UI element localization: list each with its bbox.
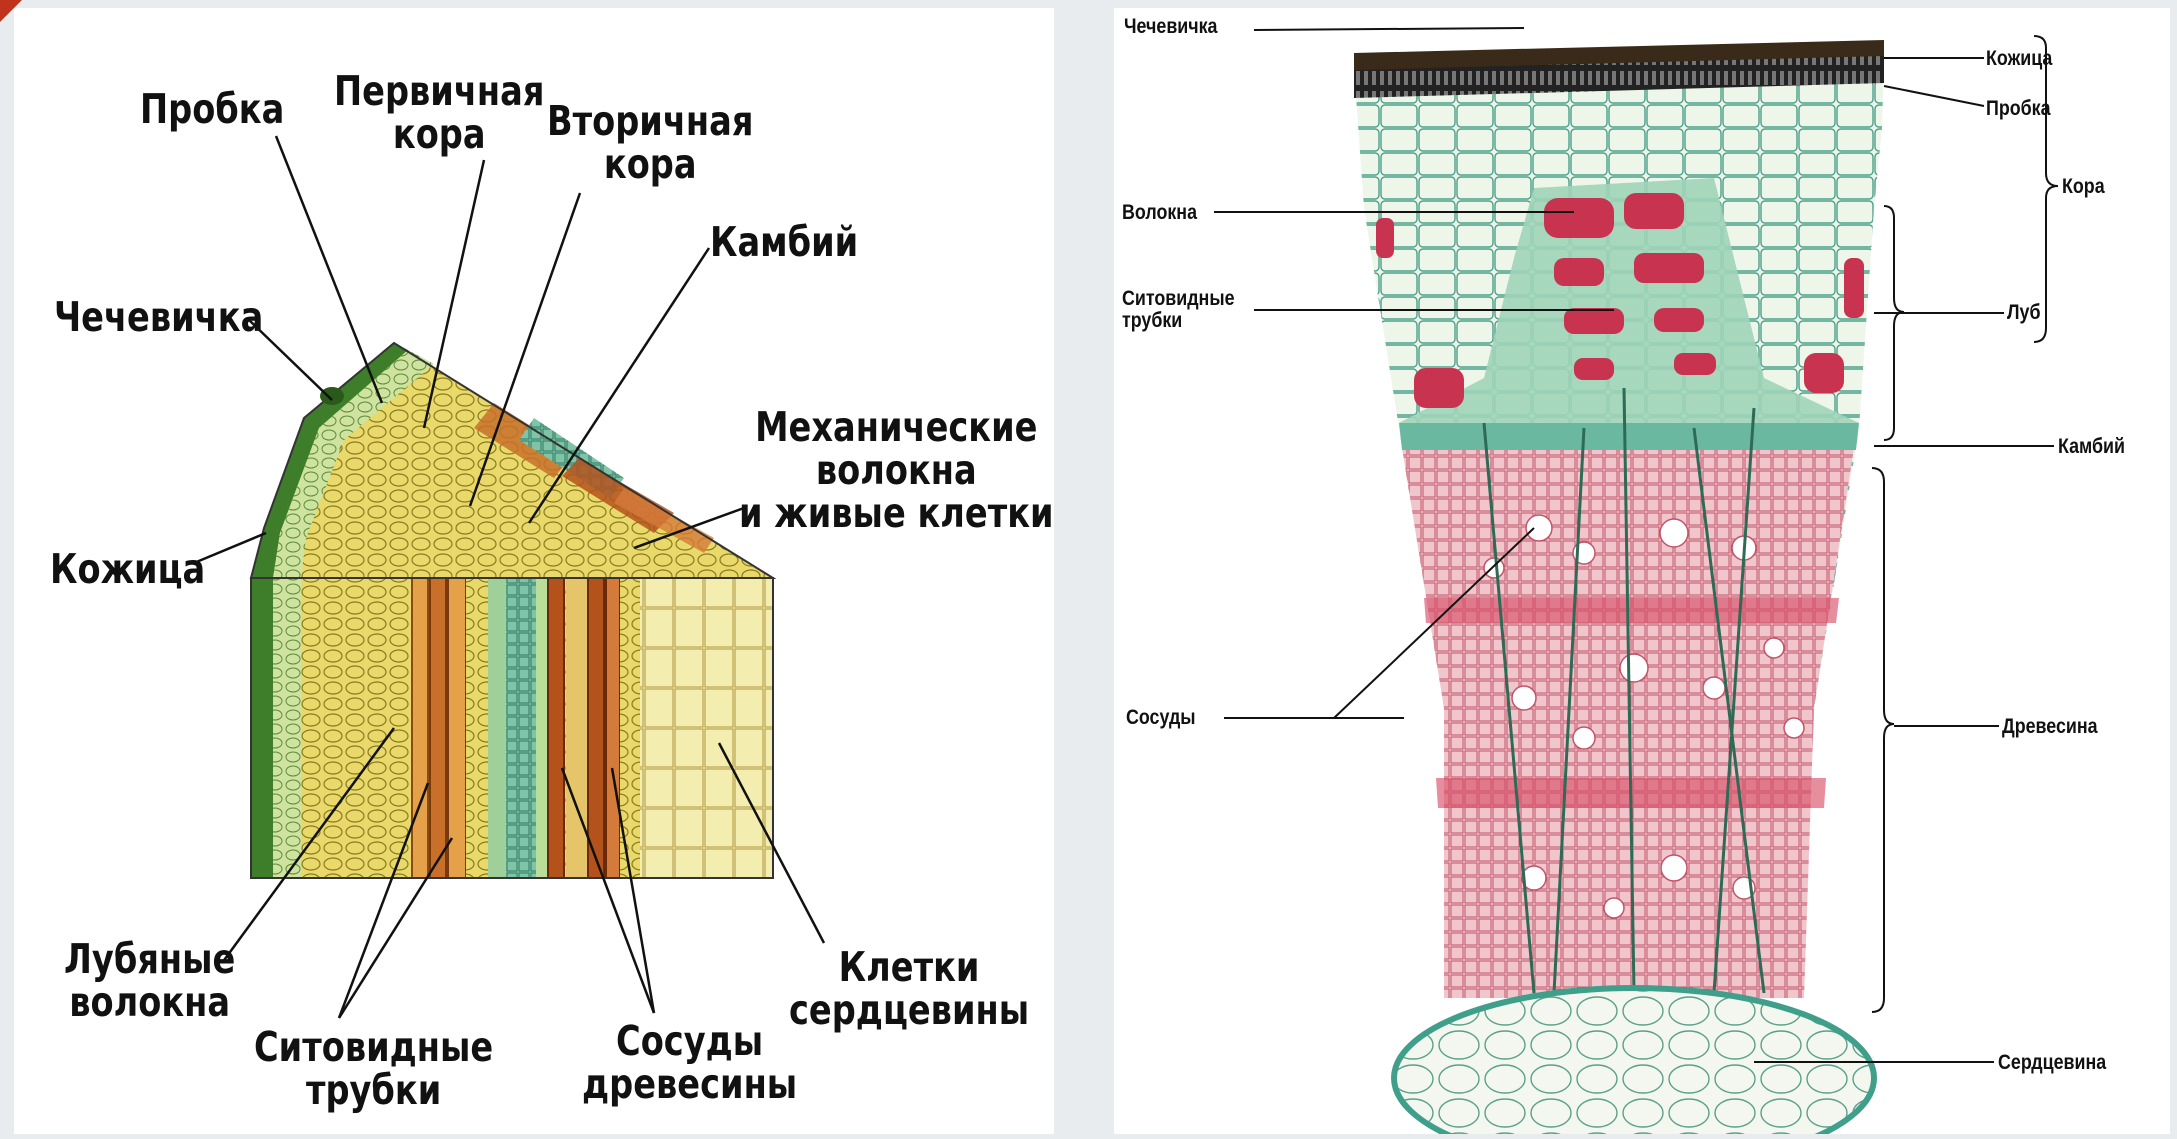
label-primary-cortex: Первичная кора (334, 70, 544, 156)
section-body (1354, 40, 1884, 1134)
vessel-strip-3 (606, 578, 620, 878)
label-pith-cells: Клетки сердцевины (789, 946, 1029, 1032)
r-label-sieve-tubes: Ситовидные трубки (1122, 288, 1235, 332)
r-label-vessels: Сосуды (1126, 707, 1196, 729)
pith-strip (640, 578, 773, 878)
label-bast-fibers: Лубяные волокна (64, 938, 235, 1024)
label-sieve-tubes: Ситовидные трубки (254, 1026, 493, 1112)
vessel-strip-1 (548, 578, 564, 878)
primary-cortex-strip (301, 578, 421, 878)
r-label-wood: Древесина (2002, 716, 2098, 738)
front-section (251, 578, 773, 878)
r-label-cambium: Камбий (2058, 436, 2125, 458)
r-label-fibers: Волокна (1122, 202, 1197, 224)
label-wood-vessels: Сосуды древесины (582, 1020, 797, 1106)
label-epidermis: Кожица (50, 548, 205, 591)
r-label-lenticel: Чечевичка (1124, 16, 1217, 38)
stem-cross-section-panel: Чечевичка Кожица Пробка Кора Волокна Сит… (1114, 8, 2170, 1134)
cork-strip (273, 578, 301, 878)
label-cork: Пробка (140, 88, 284, 131)
stem-3d-diagram-panel: Пробка Первичная кора Вторичная кора Кам… (14, 8, 1054, 1134)
cambium-layer (1399, 423, 1859, 450)
epidermis-strip (251, 578, 273, 878)
r-label-epidermis: Кожица (1986, 48, 2052, 70)
r-label-bark: Кора (2062, 176, 2105, 198)
r-label-cork: Пробка (1986, 98, 2051, 120)
r-label-pith: Сердцевина (1998, 1052, 2106, 1074)
stem-cross-section-diagram (1114, 8, 2170, 1134)
label-cambium: Камбий (710, 221, 858, 264)
cambium-strip (506, 578, 536, 878)
lenticel-icon (320, 387, 344, 405)
bast-fiber-strip (412, 578, 428, 878)
top-section (251, 343, 773, 578)
sieve-tube-strip-2 (448, 578, 466, 878)
label-mechanical-fibers: Механические волокна и живые клетки (739, 406, 1054, 535)
sieve-tube-strip-1 (430, 578, 446, 878)
phloem-strip (488, 578, 506, 878)
label-lenticel: Чечевичка (54, 296, 263, 339)
label-secondary-cortex: Вторичная кора (547, 100, 753, 186)
r-label-phloem: Луб (2007, 302, 2040, 324)
vessel-strip-2 (588, 578, 604, 878)
